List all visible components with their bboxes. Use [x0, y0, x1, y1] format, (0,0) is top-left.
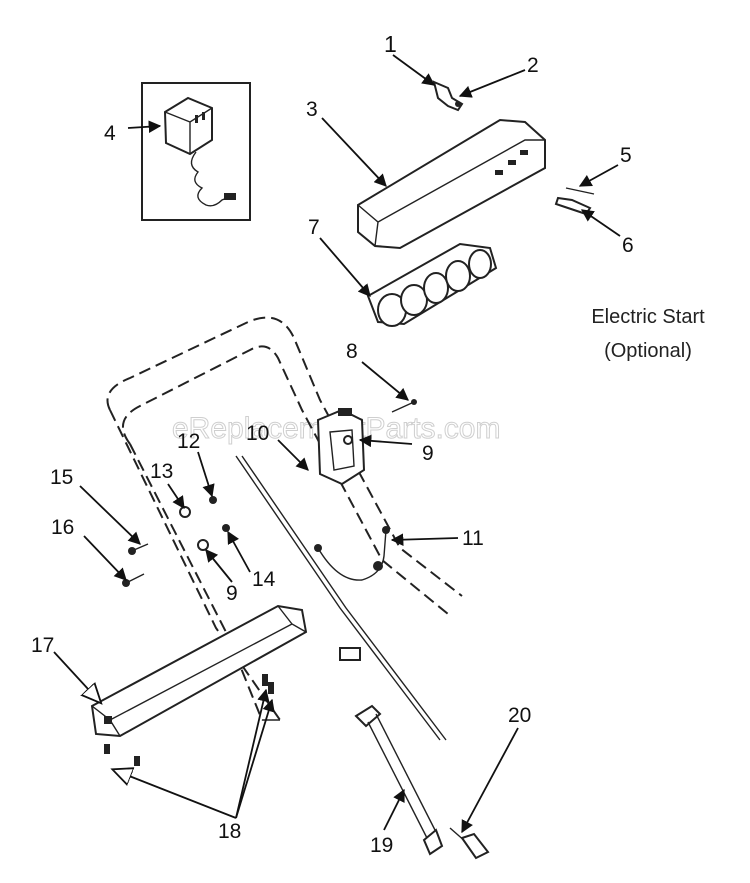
caption-line2: (Optional)	[604, 340, 692, 362]
bracket-part	[90, 604, 308, 738]
callout-13: 13	[150, 460, 173, 483]
charger-part	[141, 82, 251, 221]
terminal-parts	[554, 187, 595, 216]
callout-1: 1	[384, 31, 397, 57]
callout-14: 14	[252, 568, 276, 591]
callout-4: 4	[104, 122, 116, 145]
connector-part	[449, 827, 490, 860]
battery-pack-part	[366, 242, 498, 327]
callout-10: 10	[246, 422, 269, 445]
callout-12: 12	[177, 430, 200, 453]
callout-18: 18	[218, 820, 241, 843]
callout-9: 9	[422, 442, 434, 465]
callout-15: 15	[50, 466, 73, 489]
callout-6: 6	[622, 234, 634, 257]
callout-7: 7	[308, 216, 320, 239]
callout-20: 20	[508, 704, 531, 727]
caption-line1: Electric Start	[591, 306, 705, 328]
callout-16: 16	[51, 516, 74, 539]
battery-cover-part	[357, 118, 546, 250]
callout-11: 11	[462, 527, 484, 550]
hardware-parts	[104, 399, 417, 766]
callout-5: 5	[620, 144, 632, 167]
switch-box-part	[316, 408, 366, 486]
key-switch-part	[432, 80, 464, 112]
callout-3: 3	[306, 98, 318, 121]
leader-lines	[53, 54, 621, 834]
cable-part	[354, 704, 444, 856]
wire-harness-part	[235, 455, 447, 741]
callout-17: 17	[31, 634, 54, 657]
callout-labels: 1 2 3 4 5 6 7 8 9 10 11 12 13 14 15 16 1…	[31, 31, 634, 857]
callout-19: 19	[370, 834, 393, 857]
callout-2: 2	[527, 54, 539, 77]
callout-8: 8	[346, 340, 358, 363]
callout-9b: 9	[226, 582, 238, 605]
